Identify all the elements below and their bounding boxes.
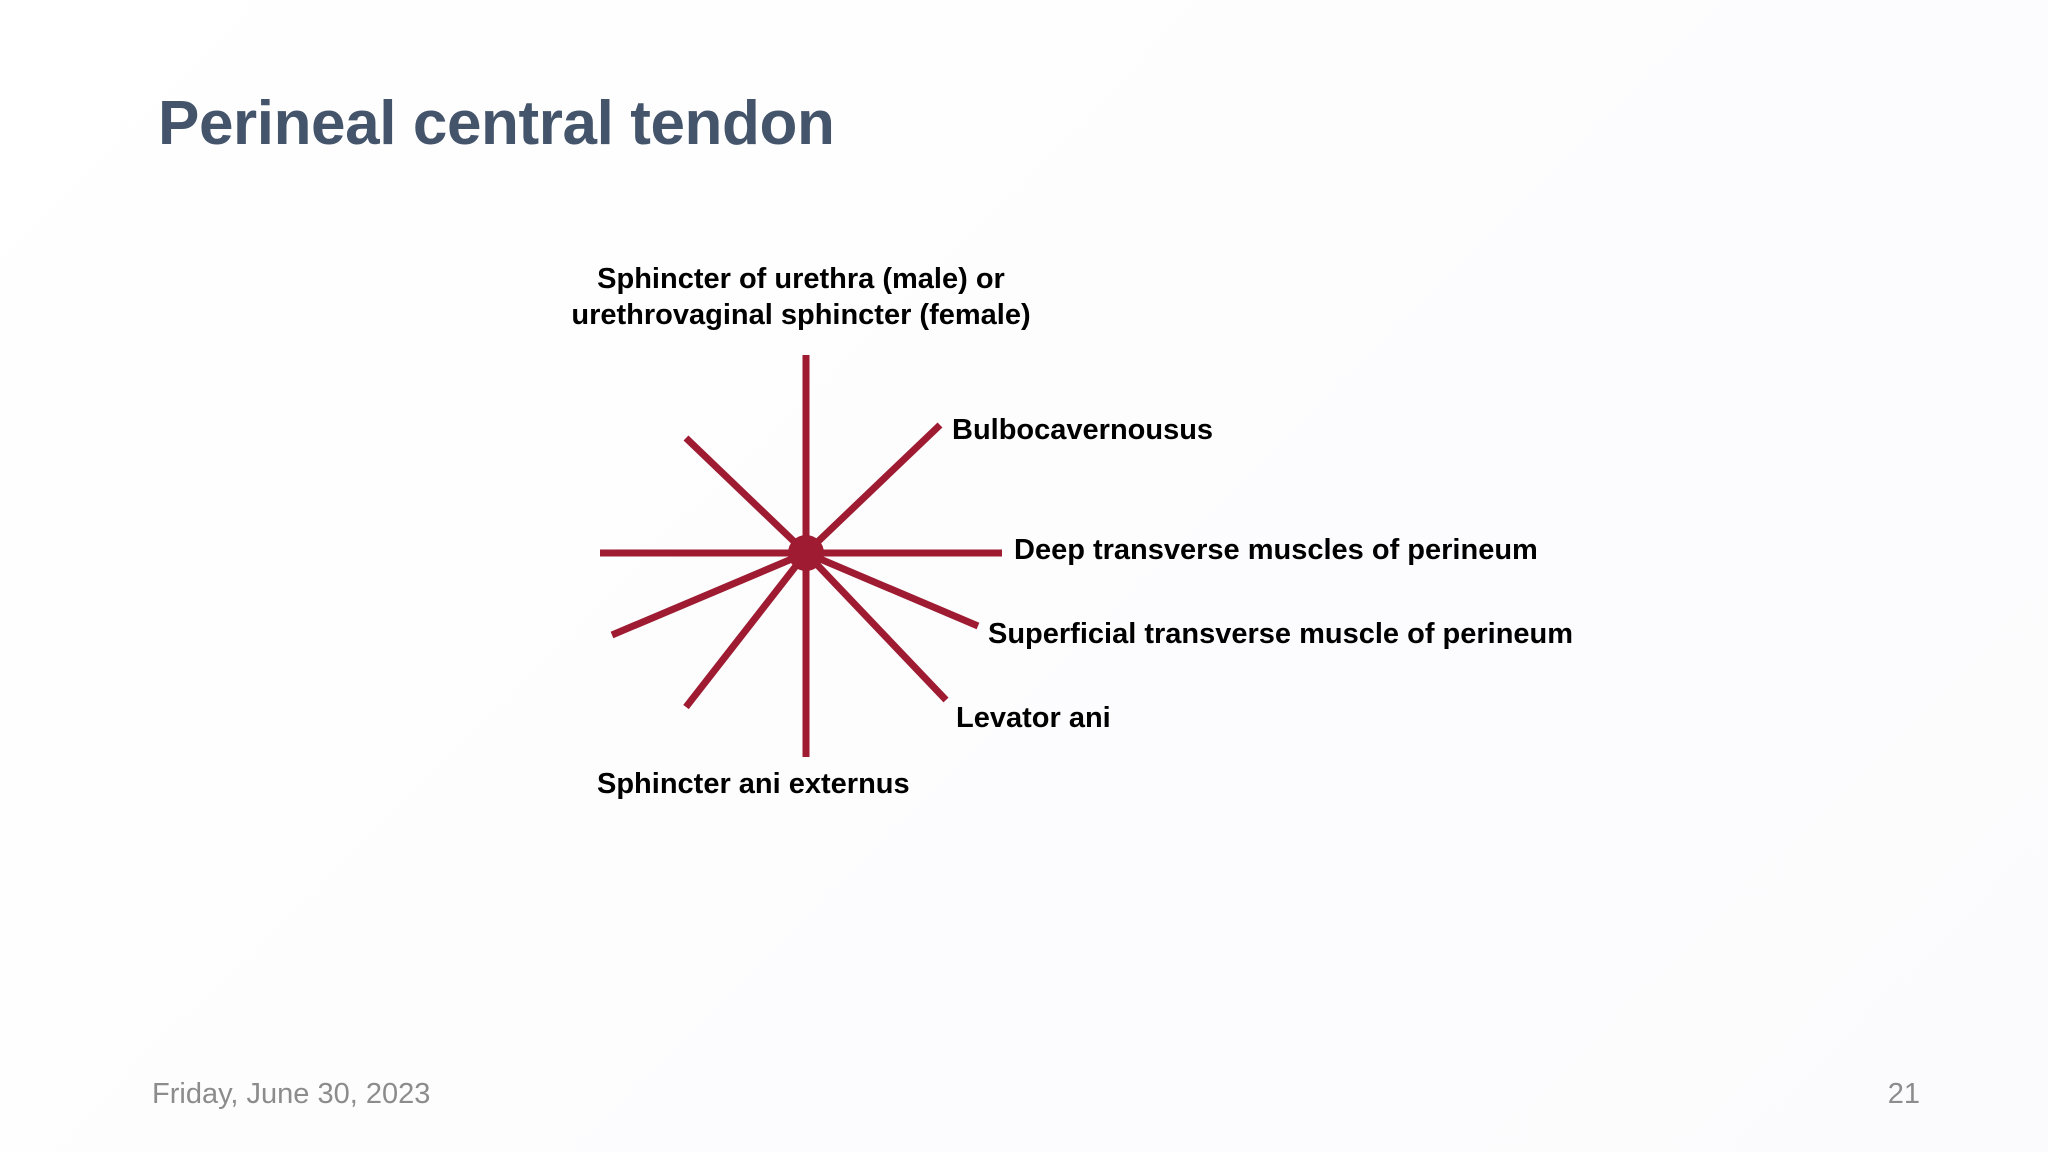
callout-label-levator-ani: Levator ani	[956, 702, 1111, 734]
spoke-lower-left-steep-line	[683, 550, 809, 710]
slide-number: 21	[1887, 1078, 1920, 1110]
spoke-levator-ani-line	[803, 550, 949, 703]
footer-date: Friday, June 30, 2023	[152, 1078, 431, 1110]
spoke-bulbocavernousus-line	[803, 422, 943, 556]
spoke-lines-group	[600, 355, 1002, 757]
callout-label-sphincter-of-urethra: Sphincter of urethra (male) or urethrova…	[571, 263, 1031, 332]
callout-label-deep-transverse-muscles: Deep transverse muscles of perineum	[1014, 534, 1538, 566]
central-tendon-hub-dot	[788, 535, 824, 571]
spoke-lower-left-shallow-line	[610, 549, 808, 639]
callout-label-sphincter-ani-externus: Sphincter ani externus	[597, 768, 910, 800]
callout-label-bulbocavernousus: Bulbocavernousus	[952, 414, 1214, 446]
spoke-upper-left-line	[683, 435, 809, 556]
callout-label-superficial-transverse-muscle: Superficial transverse muscle of perineu…	[988, 618, 1574, 650]
page-title: Perineal central tendon	[158, 89, 835, 158]
spoke-superficial-transverse-line	[804, 549, 980, 630]
